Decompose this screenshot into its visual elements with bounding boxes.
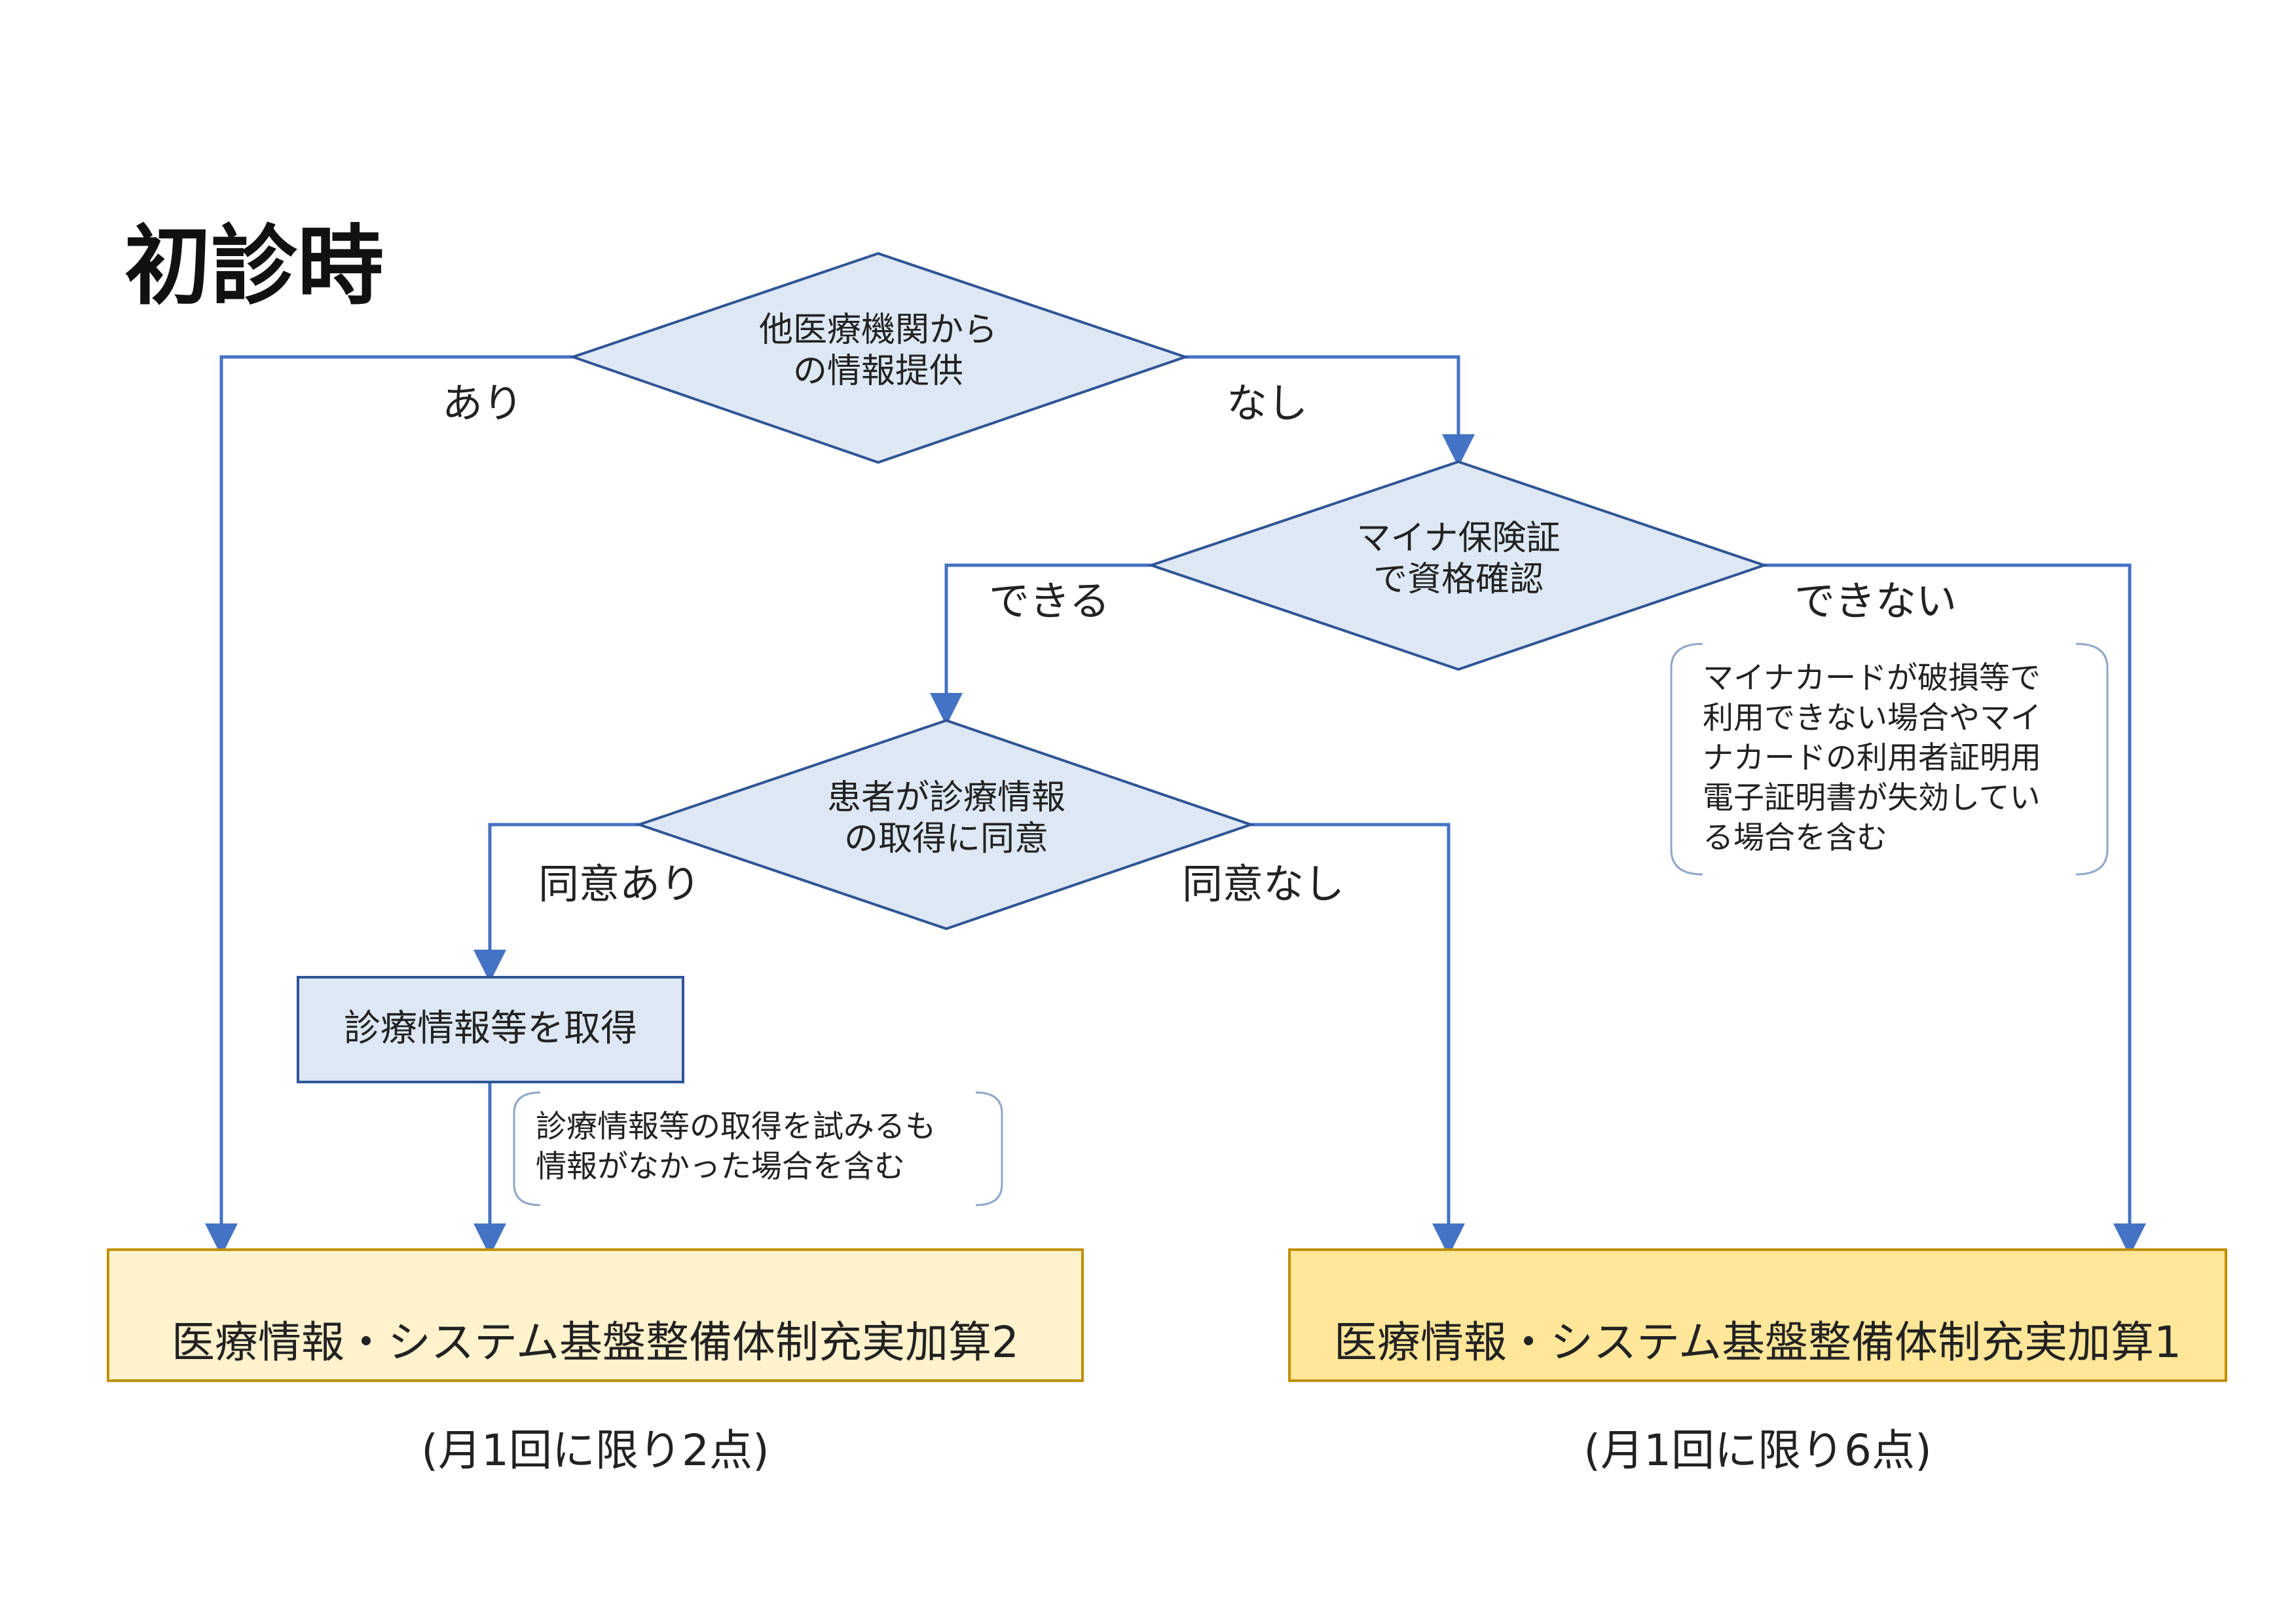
edge-label-referral-yes: あり xyxy=(442,379,524,427)
note-bracket-right-acquire xyxy=(975,1091,1003,1206)
connector-d1-no xyxy=(1185,355,1475,467)
decision-diamond-mynacard xyxy=(1147,460,1769,671)
result-addition1-name: 医療情報・システム基盤整備体制充実加算1 xyxy=(1333,1316,2181,1368)
decision-diamond-consent xyxy=(635,718,1255,931)
connector-d3-yes xyxy=(473,823,639,982)
decision-diamond-referral xyxy=(568,252,1190,464)
decision-mynacard-text: マイナ保険証 で資格確認 xyxy=(1356,519,1561,600)
connector-d2-yes xyxy=(930,563,1151,726)
edge-label-mynacard-yes: できる xyxy=(989,577,1110,625)
process-acquire-text: 診療情報等を取得 xyxy=(344,1007,637,1050)
result-addition2-name: 医療情報・システム基盤整備体制充実加算2 xyxy=(171,1316,1019,1368)
process-box-acquire xyxy=(297,976,684,1083)
edge-label-mynacard-no: できない xyxy=(1794,577,1957,625)
result-addition2-points: (月1回に限り2点) xyxy=(421,1425,769,1476)
edge-label-consent-no: 同意なし xyxy=(1182,860,1345,908)
result-addition1-text: 医療情報・システム基盤整備体制充実加算1 (月1回に限り6点) xyxy=(1289,1261,2226,1532)
connector-d1-yes xyxy=(205,355,573,1256)
page-title: 初診時 xyxy=(124,216,384,317)
edge-label-referral-no: なし xyxy=(1227,379,1308,427)
result-box-addition2 xyxy=(107,1248,1084,1382)
decision-referral-text: 他医療機関から の情報提供 xyxy=(758,310,997,392)
decision-consent-text: 患者が診療情報 の取得に同意 xyxy=(826,778,1065,859)
note-bracket-right-card xyxy=(2075,643,2109,876)
connector-d2-no xyxy=(1764,563,2146,1256)
note-bracket-left-card xyxy=(1670,643,1703,876)
note-card: マイナカードが破損等で 利用できない場合やマイ ナカードの利用者証明用 電子証明… xyxy=(1703,660,2041,857)
note-bracket-left-acquire xyxy=(513,1091,541,1206)
result-addition1-points: (月1回に限り6点) xyxy=(1583,1425,1932,1476)
result-box-addition1 xyxy=(1288,1248,2227,1382)
connector-d3-no xyxy=(1251,823,1465,1256)
note-acquire: 診療情報等の取得を試みるも 情報がなかった場合を含む xyxy=(536,1109,936,1185)
edge-label-consent-yes: 同意あり xyxy=(538,860,701,908)
result-addition2-text: 医療情報・システム基盤整備体制充実加算2 (月1回に限り2点) xyxy=(108,1261,1083,1532)
